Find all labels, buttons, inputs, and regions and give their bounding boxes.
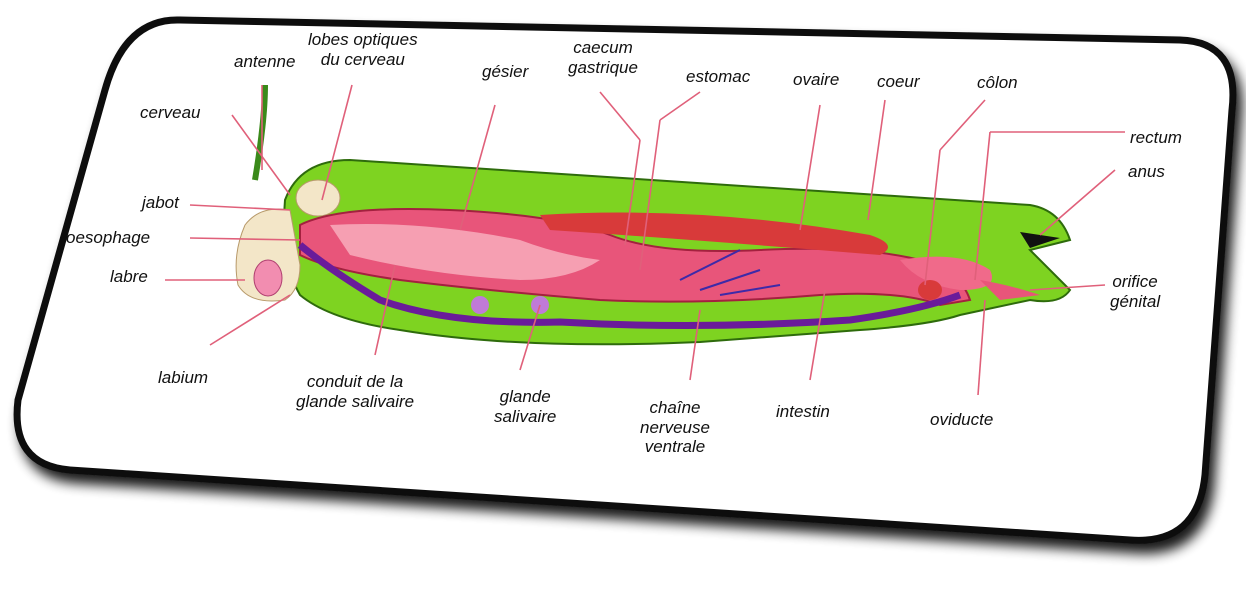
- label-coeur: coeur: [877, 72, 920, 92]
- label-jabot: jabot: [142, 193, 179, 213]
- label-rectum: rectum: [1130, 128, 1182, 148]
- label-cerveau: cerveau: [140, 103, 200, 123]
- label-glande-line1: glande: [494, 387, 556, 407]
- label-ovaire: ovaire: [793, 70, 839, 90]
- label-orifice-line1: orifice: [1110, 272, 1160, 292]
- label-caecum-line1: caecum: [568, 38, 638, 58]
- label-chaine-line2: nerveuse: [640, 418, 710, 438]
- label-caecum-line2: gastrique: [568, 58, 638, 78]
- label-anus: anus: [1128, 162, 1165, 182]
- label-oviducte: oviducte: [930, 410, 993, 430]
- label-conduit-line2: glande salivaire: [296, 392, 414, 412]
- label-conduit-line1: conduit de la: [296, 372, 414, 392]
- label-orifice-line2: génital: [1110, 292, 1160, 312]
- label-antenne: antenne: [234, 52, 295, 72]
- label-conduit-glande-salivaire: conduit de la glande salivaire: [296, 372, 414, 411]
- label-labium: labium: [158, 368, 208, 388]
- label-caecum-gastrique: caecum gastrique: [568, 38, 638, 77]
- label-labre: labre: [110, 267, 148, 287]
- label-lobes-optiques-line1: lobes optiques: [308, 30, 418, 50]
- label-oesophage: oesophage: [66, 228, 150, 248]
- label-estomac: estomac: [686, 67, 750, 87]
- label-chaine-line1: chaîne: [640, 398, 710, 418]
- label-intestin: intestin: [776, 402, 830, 422]
- label-chaine-line3: ventrale: [640, 437, 710, 457]
- label-gesier: gésier: [482, 62, 528, 82]
- label-colon: côlon: [977, 73, 1018, 93]
- label-orifice-genital: orifice génital: [1110, 272, 1160, 311]
- label-glande-line2: salivaire: [494, 407, 556, 427]
- label-lobes-optiques-line2: du cerveau: [308, 50, 418, 70]
- label-lobes-optiques: lobes optiques du cerveau: [308, 30, 418, 69]
- label-glande-salivaire: glande salivaire: [494, 387, 556, 426]
- label-chaine-nerveuse-ventrale: chaîne nerveuse ventrale: [640, 398, 710, 457]
